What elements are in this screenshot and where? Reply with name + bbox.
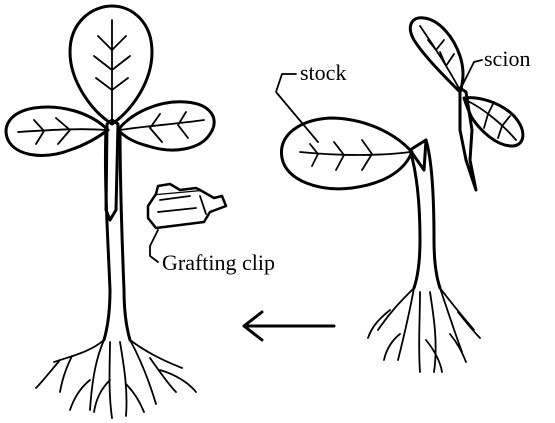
- scion-cutting: scion: [410, 18, 530, 190]
- grafted-roots: [36, 340, 196, 418]
- stock-roots: [368, 288, 480, 372]
- stock-stem-right-edge: [426, 140, 440, 288]
- clip-leader-line: [150, 230, 158, 262]
- arrow-left-icon: [244, 312, 334, 340]
- stock-label: stock: [300, 60, 346, 85]
- scion-top-leaf: [70, 6, 152, 124]
- scion-leader-line: [462, 60, 482, 86]
- grafting-clip: Grafting clip: [148, 184, 275, 275]
- right-cotyledon-leaf: [118, 102, 214, 150]
- scion-label: scion: [484, 46, 530, 71]
- stock-stem-left-edge: [410, 150, 420, 288]
- grafted-stem-right-edge: [120, 128, 130, 340]
- grafting-clip-label: Grafting clip: [162, 250, 275, 275]
